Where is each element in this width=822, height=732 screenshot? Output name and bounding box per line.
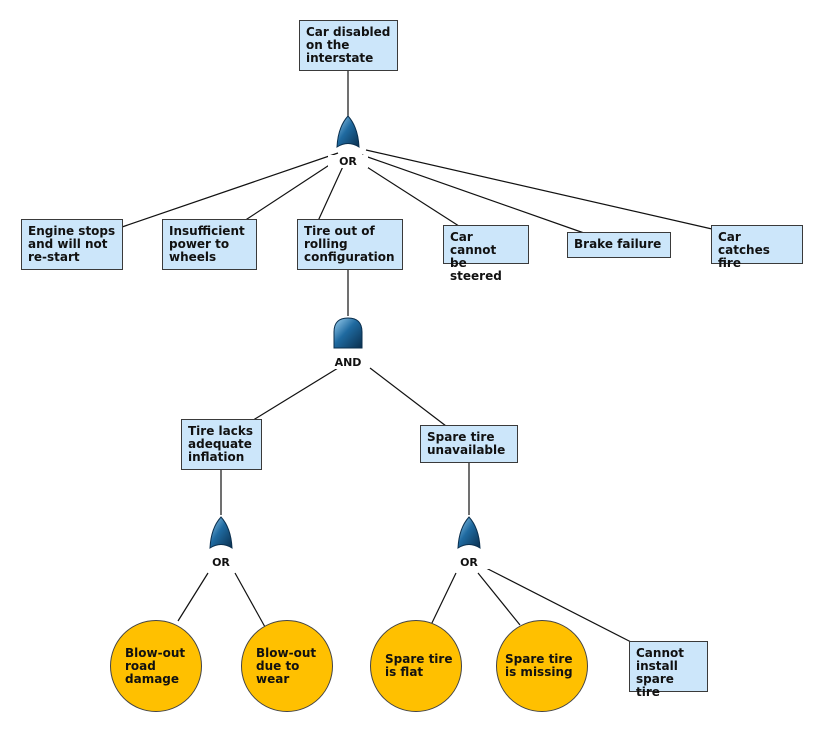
basic-event-blowout-road: Blow-out road damage <box>110 620 202 712</box>
event-car-catches-fire: Car catches fire <box>711 225 803 270</box>
event-brake-failure: Brake failure <box>567 232 671 258</box>
connector-inflation <box>249 367 339 423</box>
gate-label-spare: OR <box>449 556 489 569</box>
connector-engine <box>121 152 339 228</box>
connector-steer <box>355 159 463 229</box>
event-tire-out-of-rolling: Tire out of rolling configuration <box>297 219 403 270</box>
gate-label-inflation: OR <box>201 556 241 569</box>
top-event-box: Car disabled on the interstate <box>299 20 398 71</box>
event-tire-lacks-inflation: Tire lacks adequate inflation <box>181 419 262 470</box>
connector-spare-flat <box>429 572 457 628</box>
event-engine-stops: Engine stops and will not re-start <box>21 219 123 270</box>
basic-event-blowout-wear: Blow-out due to wear <box>241 620 333 712</box>
gate-label-top: OR <box>328 155 368 168</box>
connector-cannot-install <box>485 567 634 644</box>
and-gate-icon <box>333 317 363 349</box>
connector-fire <box>365 149 713 230</box>
basic-event-spare-flat: Spare tire is flat <box>370 620 462 712</box>
or-gate-icon-top <box>336 115 360 148</box>
connector-power <box>243 157 341 222</box>
or-gate-icon-spare <box>457 516 481 549</box>
gate-label-and: AND <box>328 356 368 369</box>
event-cannot-install-spare: Cannot install spare tire <box>629 641 708 699</box>
or-gate-icon-inflation <box>209 516 233 549</box>
connector-spare-missing <box>477 572 521 626</box>
event-insufficient-power: Insufficient power to wheels <box>162 219 257 270</box>
basic-event-spare-missing: Spare tire is missing <box>496 620 588 712</box>
connector-blowout-wear <box>234 572 266 628</box>
connector-blowout-road <box>177 572 209 622</box>
connector-spare <box>369 367 447 427</box>
event-cannot-steer: Car cannot be steered <box>443 225 529 283</box>
event-spare-unavailable: Spare tire unavailable <box>420 425 518 463</box>
connector-tire <box>317 161 346 222</box>
connector-brake <box>361 154 585 234</box>
